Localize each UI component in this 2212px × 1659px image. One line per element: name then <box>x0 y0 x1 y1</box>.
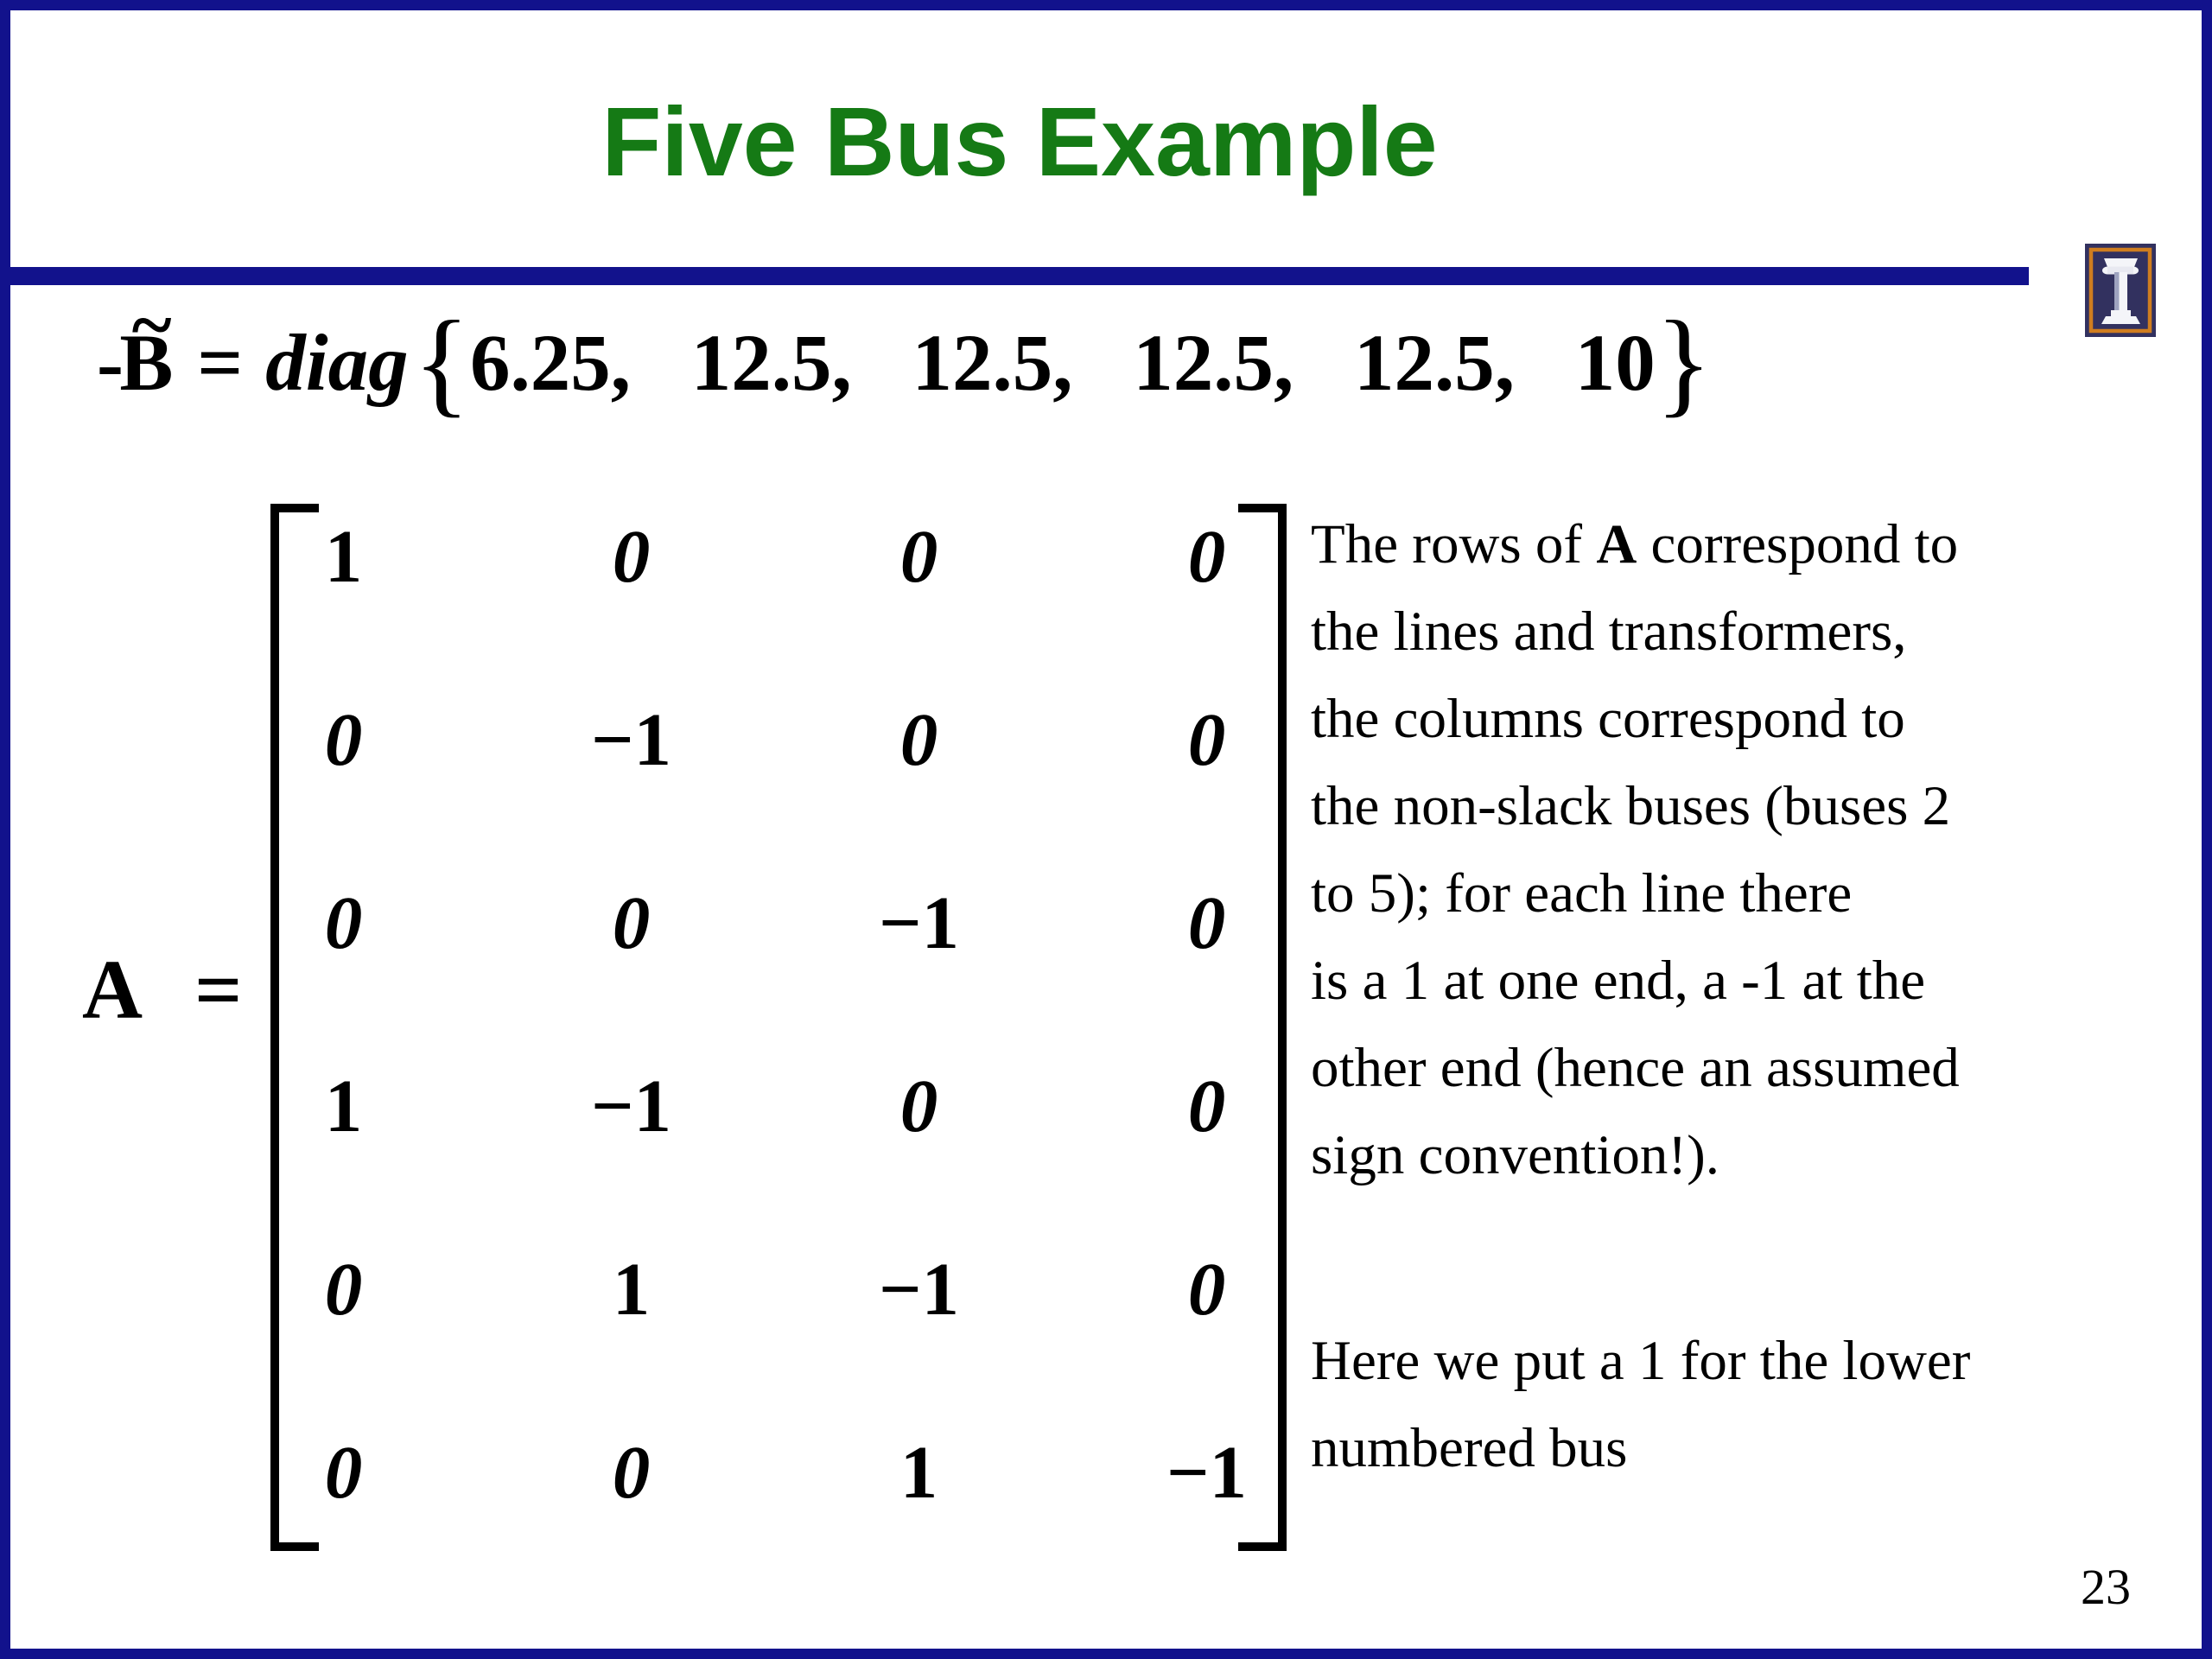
matrix-cell: 1 <box>612 1246 651 1331</box>
matrix-right-bracket <box>1238 504 1287 1551</box>
b-letter: B <box>119 319 174 408</box>
annotation-p1-bold-a: A <box>1596 513 1637 575</box>
matrix-cell: 1 <box>324 513 363 598</box>
matrix-cell: −1 <box>878 1246 960 1331</box>
equals-sign: = <box>197 319 244 408</box>
matrix-cell: 0 <box>1187 1063 1226 1147</box>
diag-values: 6.25, 12.5, 12.5, 12.5, 12.5, 10 <box>469 319 1656 408</box>
matrix-cell: 0 <box>612 513 651 598</box>
annotation-paragraph-2: Here we put a 1 for the lower numbered b… <box>1311 1318 2202 1492</box>
matrix-cell: 0 <box>612 880 651 964</box>
matrix-cell: −1 <box>878 880 960 964</box>
matrix-cell: 0 <box>1187 1246 1226 1331</box>
minus-b-tilde: -B~ <box>97 287 173 404</box>
title-divider-rule <box>10 267 2029 285</box>
illinois-column-i-icon <box>2085 244 2156 337</box>
annotation-p2-text: Here we put a 1 for the lower numbered b… <box>1311 1330 1971 1480</box>
annotation-p1-text-before: The rows of <box>1311 513 1597 575</box>
page-title: Five Bus Example <box>601 87 1438 196</box>
matrix-cell: −1 <box>590 1063 672 1147</box>
matrix-cell: 0 <box>899 696 938 781</box>
matrix-cell: 1 <box>324 1063 363 1147</box>
annotation-p1-text-after: correspond to the lines and transformers… <box>1311 513 1960 1187</box>
b-diag-equation: -B~=diag{6.25, 12.5, 12.5, 12.5, 12.5, 1… <box>97 283 1713 428</box>
tilde-accent: ~ <box>131 283 172 368</box>
matrix-cell: 0 <box>899 513 938 598</box>
matrix-cell: 0 <box>324 1246 363 1331</box>
matrix-cell: 0 <box>1187 696 1226 781</box>
matrix-cell: 0 <box>1187 880 1226 964</box>
minus-sign: - <box>97 319 124 408</box>
matrix-cell: −1 <box>1166 1429 1248 1514</box>
matrix-cell: 1 <box>899 1429 938 1514</box>
matrix-cell: 0 <box>612 1429 651 1514</box>
matrix-cell: 0 <box>324 696 363 781</box>
diag-operator: diag <box>265 319 409 408</box>
matrix-cell: 0 <box>899 1063 938 1147</box>
page-number: 23 <box>2081 1559 2131 1615</box>
matrix-cell: 0 <box>1187 513 1226 598</box>
university-logo <box>2085 244 2156 337</box>
matrix-a-label: A= <box>82 948 242 1032</box>
matrix-cell: 0 <box>324 880 363 964</box>
matrix-cell: 0 <box>324 1429 363 1514</box>
matrix-cell: −1 <box>590 696 672 781</box>
matrix-a-letter: A <box>82 944 143 1036</box>
matrix-left-bracket <box>270 504 319 1551</box>
annotation-paragraph-1: The rows of A correspond to the lines an… <box>1311 501 2202 1200</box>
matrix-grid: 1 0 0 0 0 −1 0 0 0 0 −1 0 1 −1 0 0 0 1 −… <box>200 464 1351 1563</box>
matrix-equals-sign: = <box>194 944 243 1036</box>
